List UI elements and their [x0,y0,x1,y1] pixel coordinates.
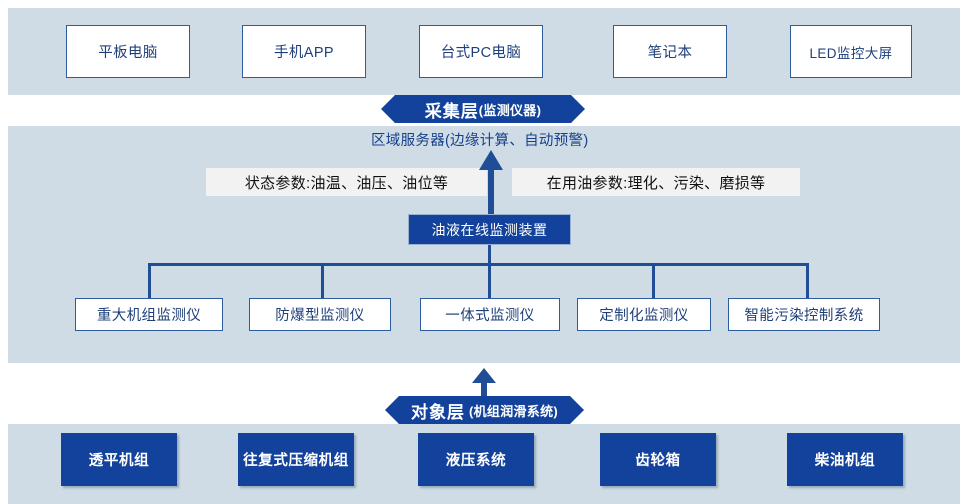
terminal-box-desktop-pc[interactable]: 台式PC电脑 [419,25,543,78]
tree-drop-line-5 [806,263,809,299]
acquisition-banner-title: 采集层 [424,101,479,121]
object-banner-title: 对象层 [410,402,465,422]
tree-drop-line-1 [148,263,151,299]
terminal-box-led-screen[interactable]: LED监控大屏 [790,25,912,78]
equipment-box-hydraulic-system[interactable]: 液压系统 [418,433,534,486]
tree-drop-line-4 [652,263,655,299]
tree-bus-line [148,263,809,266]
object-banner-subtitle: (机组润滑系统) [468,403,559,419]
acquisition-banner-subtitle: (监测仪器) [478,102,542,118]
terminal-box-tablet[interactable]: 平板电脑 [66,25,190,78]
terminal-box-laptop[interactable]: 笔记本 [613,25,727,78]
parameter-chip-oil-in-use: 在用油参数:理化、污染、磨损等 [512,168,800,196]
monitor-box-major-unit[interactable]: 重大机组监测仪 [75,298,223,331]
monitor-box-smart-contamination-control[interactable]: 智能污染控制系统 [728,298,880,331]
acquisition-layer-banner: 采集层 (监测仪器) [381,95,585,123]
equipment-box-gearbox[interactable]: 齿轮箱 [600,433,716,486]
equipment-box-diesel-unit[interactable]: 柴油机组 [787,433,903,486]
equipment-box-reciprocating-compressor[interactable]: 往复式压缩机组 [238,433,354,486]
regional-server-label: 区域服务器(边缘计算、自动预警) [371,133,589,149]
tree-drop-line-3 [488,263,491,299]
object-layer-banner: 对象层 (机组润滑系统) [385,396,584,424]
equipment-box-turbine-unit[interactable]: 透平机组 [61,433,177,486]
tree-trunk-line [488,245,491,264]
monitor-box-explosion-proof[interactable]: 防爆型监测仪 [249,298,391,331]
parameter-chip-status: 状态参数:油温、油压、油位等 [206,168,487,196]
object-to-acquisition-arrow [472,368,496,404]
online-oil-monitoring-device-box[interactable]: 油液在线监测装置 [408,214,571,245]
monitor-box-customized[interactable]: 定制化监测仪 [577,298,711,331]
device-to-server-arrow [479,150,503,216]
terminal-box-mobile-app[interactable]: 手机APP [242,25,366,78]
monitor-box-integrated[interactable]: 一体式监测仪 [420,298,560,331]
tree-drop-line-2 [321,263,324,299]
